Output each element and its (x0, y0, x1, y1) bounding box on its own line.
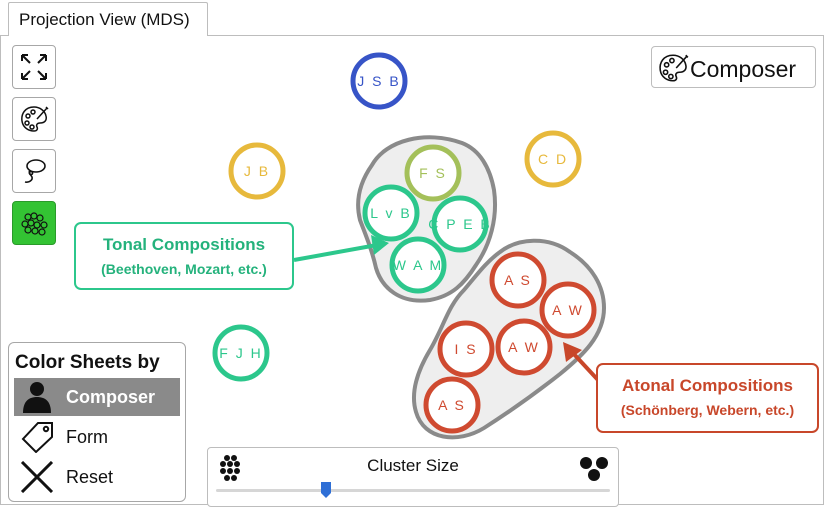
atonal-callout: Atonal Compositions (Schönberg, Webern, … (596, 363, 819, 433)
composer-node[interactable]: A S (489, 251, 547, 309)
composer-node-label: C P E B (428, 216, 492, 232)
atonal-callout-arrow (570, 350, 600, 382)
composer-node-label: A S (438, 397, 466, 413)
cluster-size-panel: Cluster Size (207, 447, 619, 507)
color-sheets-legend: Color Sheets by Composer Form Reset (8, 342, 186, 502)
composer-node-circle[interactable] (212, 324, 270, 382)
composer-node[interactable]: A W (539, 281, 597, 339)
large-dots-icon (580, 457, 608, 481)
composer-node-circle[interactable] (489, 251, 547, 309)
clusters-icon (21, 212, 48, 236)
atonal-callout-subtitle: (Schönberg, Webern, etc.) (620, 402, 795, 418)
expand-arrows-icon (21, 54, 47, 80)
composer-node[interactable]: A S (423, 376, 481, 434)
color-mode-label: Composer (690, 56, 797, 82)
composer-node[interactable]: J B (228, 142, 286, 200)
composer-node[interactable]: F S (404, 144, 462, 202)
palette-icon (659, 54, 689, 82)
cluster-size-slider-thumb[interactable] (321, 482, 332, 498)
composer-node-circle[interactable] (350, 52, 408, 110)
tab-projection-view[interactable]: Projection View (MDS) (8, 2, 208, 36)
legend-item-label: Form (66, 427, 108, 447)
composer-node[interactable]: A W (495, 318, 553, 376)
composer-node-label: I S (454, 341, 477, 357)
legend-item-reset[interactable]: Reset (14, 458, 180, 496)
composer-node-label: A W (552, 302, 584, 318)
legend-item-form[interactable]: Form (14, 418, 180, 456)
tonal-callout-title: Tonal Compositions (102, 235, 266, 254)
composer-node-circle[interactable] (495, 318, 553, 376)
tab-label: Projection View (MDS) (19, 10, 190, 29)
composer-node-label: A W (508, 339, 540, 355)
close-icon (20, 461, 54, 493)
composer-node[interactable]: C D (524, 130, 582, 188)
composer-node-label: F J H (219, 345, 262, 361)
composer-node[interactable]: W A M (389, 236, 447, 294)
composer-node-circle[interactable] (389, 236, 447, 294)
atonal-arrow-head (563, 342, 582, 362)
color-mode-indicator: Composer (651, 46, 816, 88)
composer-node-label: L v B (370, 205, 411, 221)
palette-icon (21, 106, 49, 132)
tonal-callout-arrow (293, 243, 378, 262)
composer-node[interactable]: C P E B (428, 195, 492, 253)
cluster-button[interactable] (12, 201, 56, 245)
legend-item-label: Reset (66, 467, 114, 487)
composer-node[interactable]: F J H (212, 324, 270, 382)
composer-node-label: W A M (393, 257, 443, 273)
legend-item-label: Composer (66, 387, 156, 407)
palette-button[interactable] (12, 97, 56, 141)
composer-node-circle[interactable] (404, 144, 462, 202)
composer-node-label: J B (244, 163, 270, 179)
composer-node-label: C D (538, 151, 568, 167)
small-dots-icon (220, 455, 240, 481)
lasso-button[interactable] (12, 149, 56, 193)
composer-node-circle[interactable] (437, 320, 495, 378)
composer-node[interactable]: I S (437, 320, 495, 378)
legend-title: Color Sheets by (15, 352, 160, 373)
composer-node-circle[interactable] (431, 195, 489, 253)
composer-node-label: F S (419, 165, 447, 181)
composer-node-circle[interactable] (362, 184, 420, 242)
composer-node-label: A S (504, 272, 532, 288)
composer-node[interactable]: J S B (350, 52, 408, 110)
atonal-callout-title: Atonal Compositions (622, 376, 793, 395)
composer-node-circle[interactable] (524, 130, 582, 188)
cluster-size-track[interactable] (216, 489, 610, 492)
tag-icon (21, 422, 53, 453)
tonal-arrow-head (371, 235, 389, 255)
composer-node-label: J S B (357, 73, 400, 89)
cluster-size-label: Cluster Size (367, 456, 459, 475)
composer-node-circle[interactable] (539, 281, 597, 339)
composer-node[interactable]: L v B (362, 184, 420, 242)
tonal-callout-subtitle: (Beethoven, Mozart, etc.) (101, 261, 267, 277)
person-icon (23, 382, 51, 413)
composer-node-circle[interactable] (423, 376, 481, 434)
lasso-icon (24, 159, 46, 183)
legend-item-composer[interactable]: Composer (14, 378, 180, 416)
tonal-callout: Tonal Compositions (Beethoven, Mozart, e… (74, 222, 294, 290)
composer-node-circle[interactable] (228, 142, 286, 200)
fit-view-button[interactable] (12, 45, 56, 89)
